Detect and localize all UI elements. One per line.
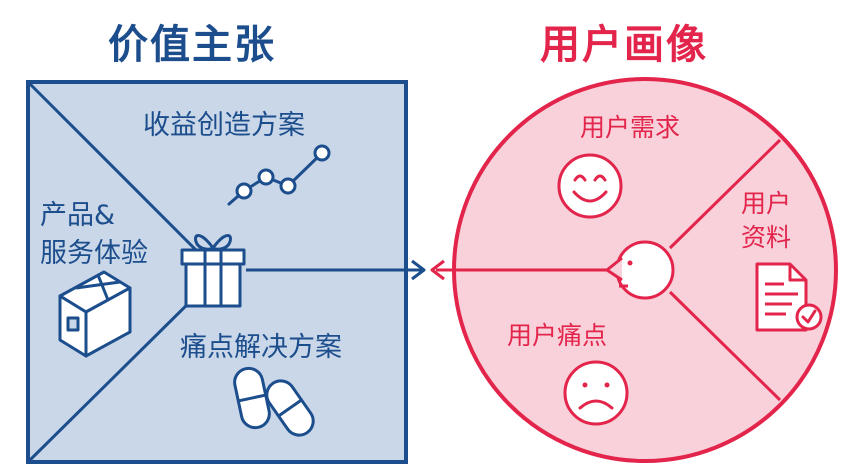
value-map-divider-top [28,82,204,258]
customer-profile-label-line2: 资料 [741,223,791,252]
pills-icon [233,366,315,437]
box-icon [58,270,132,358]
products-services-label-line1: 产品& [40,200,115,231]
customer-profile-label-line1: 用户 [741,189,791,218]
value-proposition-title: 价值主张 [108,22,276,68]
value-arrow [404,259,426,281]
smile-face-icon [557,153,623,219]
line-chart-icon [227,144,331,206]
customer-jobs-label: 用户需求 [580,113,680,142]
profile-arrow [430,259,445,281]
profile-divider-top [668,138,782,250]
face-profile-icon [604,240,675,300]
pain-relievers-label: 痛点解决方案 [180,332,342,363]
profile-divider-bottom [668,290,782,402]
document-check-icon [755,262,823,332]
sad-face-icon [563,360,629,426]
gain-creators-label: 收益创造方案 [143,110,305,141]
products-services-label-line2: 服务体验 [40,238,148,269]
customer-pains-label: 用户痛点 [507,321,607,350]
customer-profile-title: 用户画像 [540,22,708,68]
gift-icon [180,234,246,308]
value-map [26,80,408,464]
value-map-divider-bottom [28,288,204,462]
